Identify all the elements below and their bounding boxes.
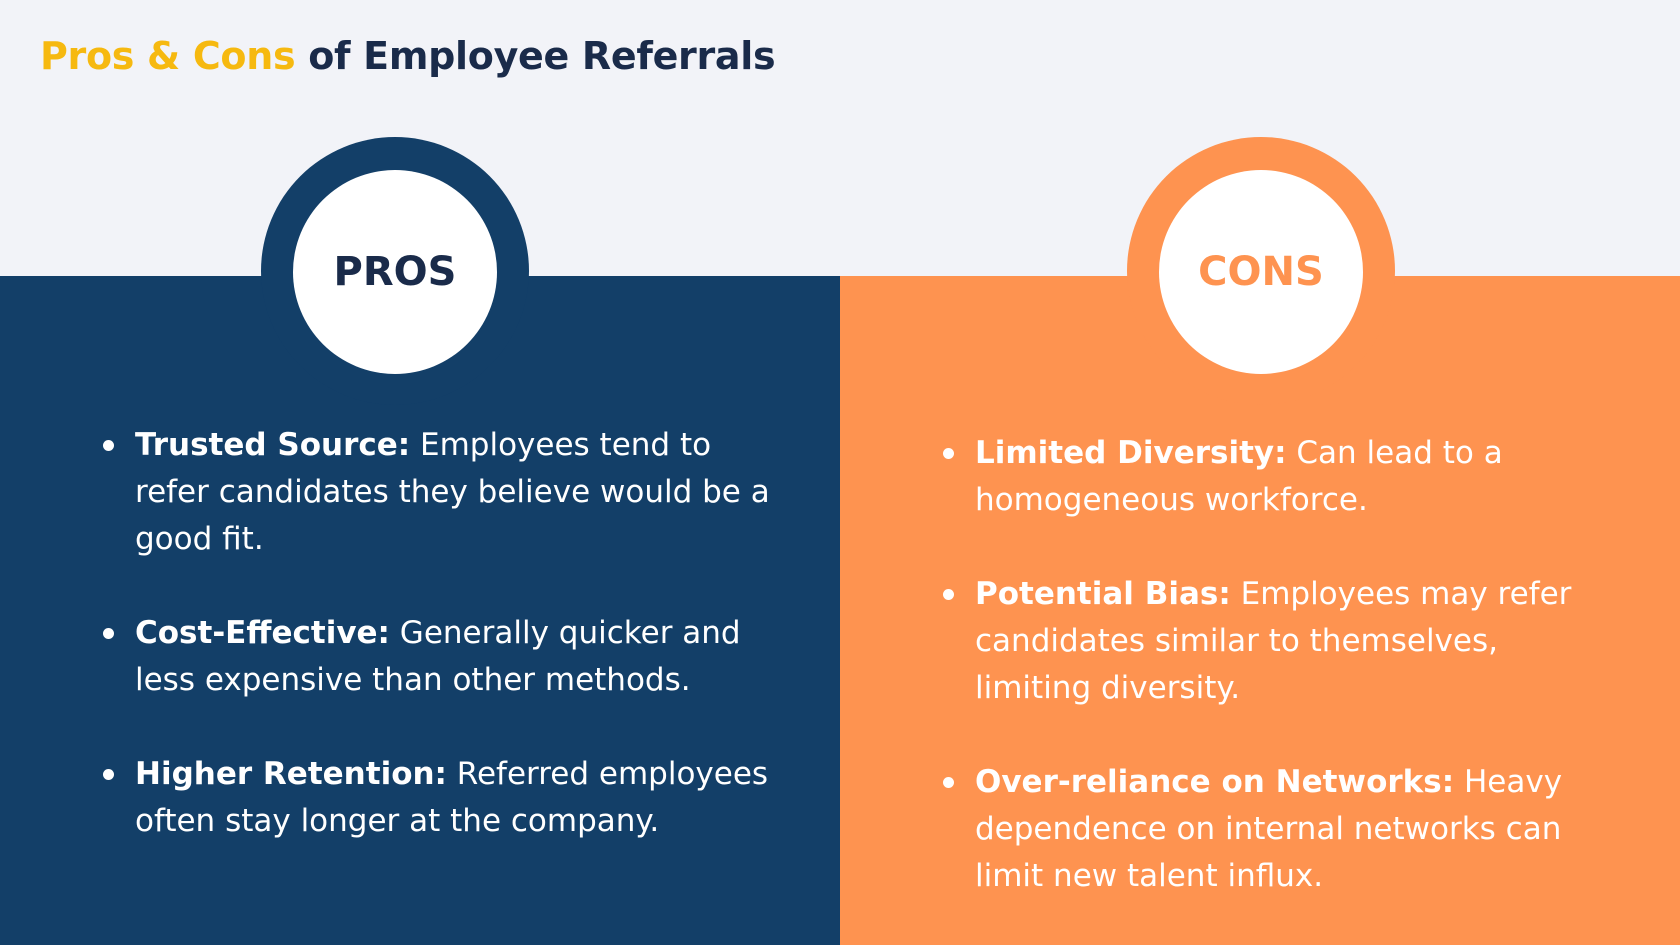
cons-item: Over-reliance on Networks: Heavy depende…	[940, 759, 1600, 900]
cons-list: Limited Diversity: Can lead to a homogen…	[940, 430, 1600, 945]
pros-list: Trusted Source: Employees tend to refer …	[100, 422, 780, 892]
cons-badge: CONS	[1159, 170, 1363, 374]
pros-item: Higher Retention: Referred employees oft…	[100, 751, 780, 845]
cons-item: Potential Bias: Employees may refer cand…	[940, 571, 1600, 712]
bullet-icon	[103, 440, 114, 451]
pros-item-title: Higher Retention:	[135, 756, 447, 792]
pros-heading: PROS	[333, 249, 457, 295]
pros-item-text: Employees tend to refer candidates they …	[135, 427, 770, 557]
bullet-icon	[943, 589, 954, 600]
pros-badge: PROS	[293, 170, 497, 374]
pros-item-text: Generally quicker and less expensive tha…	[135, 615, 741, 698]
cons-item-title: Limited Diversity:	[975, 435, 1287, 471]
pros-item-title: Cost-Effective:	[135, 615, 390, 651]
cons-heading: CONS	[1198, 249, 1324, 295]
bullet-icon	[943, 448, 954, 459]
cons-item-text: Can lead to a homogeneous workforce.	[975, 435, 1503, 518]
cons-item-title: Over-reliance on Networks:	[975, 764, 1455, 800]
bullet-icon	[103, 628, 114, 639]
cons-item-title: Potential Bias:	[975, 576, 1231, 612]
pros-item-title: Trusted Source:	[135, 427, 411, 463]
cons-item: Limited Diversity: Can lead to a homogen…	[940, 430, 1600, 524]
title-accent: Pros & Cons	[40, 34, 296, 78]
title-rest: of Employee Referrals	[295, 34, 776, 78]
pros-item: Cost-Effective: Generally quicker and le…	[100, 610, 780, 704]
pros-item-text: Referred employees often stay longer at …	[135, 756, 769, 839]
page-title: Pros & Cons of Employee Referrals	[40, 34, 776, 78]
pros-item: Trusted Source: Employees tend to refer …	[100, 422, 780, 563]
bullet-icon	[943, 777, 954, 788]
bullet-icon	[103, 769, 114, 780]
cons-item-text: Heavy dependence on internal networks ca…	[975, 764, 1563, 894]
cons-item-text: Employees may refer candidates similar t…	[975, 576, 1572, 706]
